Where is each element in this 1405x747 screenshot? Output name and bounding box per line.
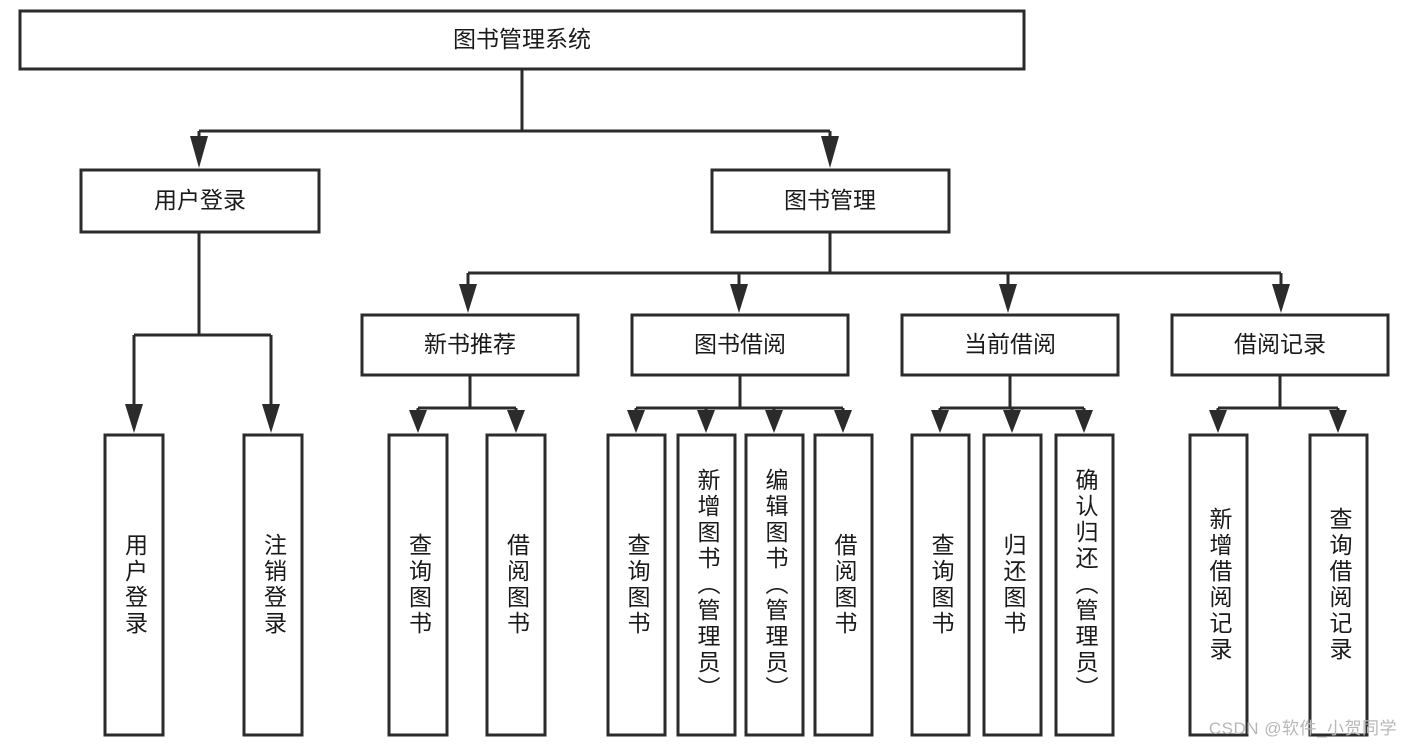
node-borrow-record-box[interactable] <box>1170 313 1390 377</box>
arrow-head-leaf-query-book-b <box>627 410 645 433</box>
arrow-head-leaf-confirm-return <box>1075 410 1093 433</box>
arrow-head-leaf-user-logout <box>262 404 280 433</box>
arrow-head-book-borrow <box>730 284 748 313</box>
arrow-head-leaf-user-login <box>125 404 143 433</box>
node-new-book-rec[interactable]: 新书推荐 <box>360 313 580 377</box>
node-user-login-box[interactable] <box>79 168 321 234</box>
arrow-head-leaf-query-record <box>1329 410 1347 433</box>
connector-group-bookborrow-to-leaves <box>627 375 852 433</box>
leaf-boxes <box>103 433 1369 737</box>
watermark-text: CSDN @软件_小贺同学 <box>1208 719 1397 738</box>
connector-group-newbookrec-to-leaves <box>409 375 525 433</box>
node-borrow-record[interactable]: 借阅记录 <box>1170 313 1390 377</box>
node-leaf-query-record-box[interactable] <box>1308 433 1369 737</box>
node-root-label: 图书管理系统 <box>453 26 591 52</box>
node-leaf-query-book-rec-box[interactable] <box>387 433 449 737</box>
node-leaf-query-book-c-box[interactable] <box>910 433 971 737</box>
node-leaf-add-book-box[interactable] <box>676 433 737 737</box>
connector-group-bookmanage-to-level3 <box>459 232 1290 313</box>
arrow-head-current-borrow <box>999 284 1017 313</box>
node-book-borrow-box[interactable] <box>630 313 850 377</box>
node-borrow-record-label: 借阅记录 <box>1234 331 1326 357</box>
node-book-manage-box[interactable] <box>710 168 951 234</box>
node-book-manage[interactable]: 图书管理 <box>710 168 951 234</box>
connector-group-borrowrecord-to-leaves <box>1209 375 1347 433</box>
node-user-login-label: 用户登录 <box>154 187 246 213</box>
node-leaf-edit-book-box[interactable] <box>744 433 805 737</box>
node-leaf-borrow-book-rec-box[interactable] <box>485 433 547 737</box>
node-leaf-return-book-box[interactable] <box>982 433 1043 737</box>
node-leaf-borrow-book-b-box[interactable] <box>813 433 874 737</box>
node-leaf-query-book-b-box[interactable] <box>606 433 667 737</box>
node-leaf-add-record-box[interactable] <box>1188 433 1249 737</box>
node-leaf-confirm-return-box[interactable] <box>1054 433 1115 737</box>
node-book-borrow-label: 图书借阅 <box>694 331 786 357</box>
arrow-head-leaf-edit-book <box>765 410 783 433</box>
arrow-head-leaf-query-book-c <box>931 410 949 433</box>
connector-group-currentborrow-to-leaves <box>931 375 1093 433</box>
node-book-borrow[interactable]: 图书借阅 <box>630 313 850 377</box>
arrow-head-leaf-borrow-book-b <box>834 410 852 433</box>
arrow-head-new-book-rec <box>459 284 477 313</box>
node-root-box[interactable] <box>18 9 1026 71</box>
connector-group-userlogin-to-leaves <box>125 232 280 433</box>
arrow-head-user-login <box>190 136 208 168</box>
node-new-book-rec-box[interactable] <box>360 313 580 377</box>
arrow-head-leaf-add-record <box>1209 410 1227 433</box>
node-leaf-user-login-box[interactable] <box>103 433 165 737</box>
arrow-head-leaf-return-book <box>1003 410 1021 433</box>
arrow-head-borrow-record <box>1272 284 1290 313</box>
node-new-book-rec-label: 新书推荐 <box>424 331 516 357</box>
node-root[interactable]: 图书管理系统 <box>18 9 1026 71</box>
node-current-borrow-label: 当前借阅 <box>964 331 1056 357</box>
node-user-login[interactable]: 用户登录 <box>79 168 321 234</box>
arrow-head-leaf-add-book <box>697 410 715 433</box>
arrow-head-book-manage <box>821 136 839 168</box>
arrow-head-leaf-query-book-rec <box>409 410 427 433</box>
node-book-manage-label: 图书管理 <box>784 187 876 213</box>
connector-group-root-to-level2 <box>190 69 839 168</box>
node-current-borrow[interactable]: 当前借阅 <box>900 313 1120 377</box>
arrow-head-leaf-borrow-book-rec <box>507 410 525 433</box>
node-leaf-user-logout-box[interactable] <box>242 433 304 737</box>
node-current-borrow-box[interactable] <box>900 313 1120 377</box>
